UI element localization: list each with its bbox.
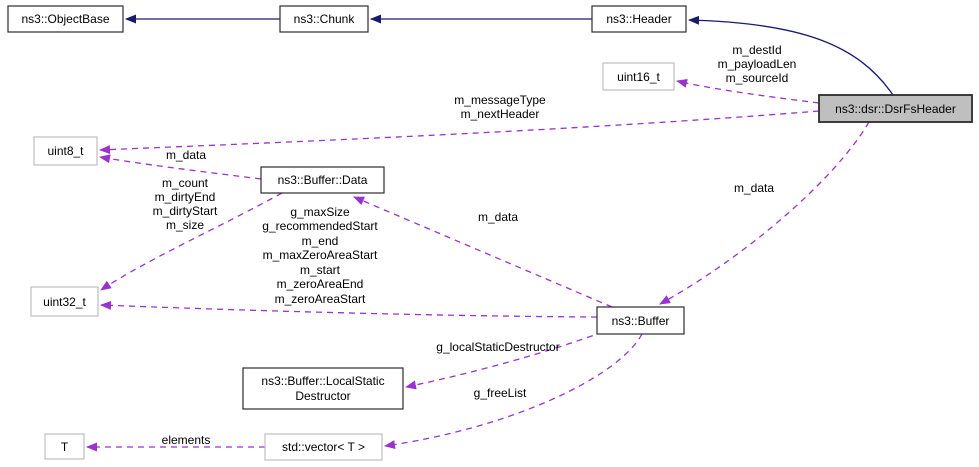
node-uint16-t: uint16_t [602,62,675,91]
edge-usage-buffer-to-bufferdata [353,196,613,308]
node-box[interactable] [279,5,369,33]
edge-label-buffer-to-uint32: g_maxSize g_recommendedStart m_end m_max… [262,205,378,306]
edge-label-line: m_count [162,176,209,190]
edge-usage-buffer-to-uint32 [100,300,598,318]
edge-label-line: m_destId [732,43,781,57]
node-ns3-buffer[interactable]: ns3::Buffer [596,306,685,335]
node-box[interactable] [596,306,685,335]
edge-label-vector-to-t: elements [162,433,211,447]
node-uint32-t: uint32_t [30,286,99,317]
node-label[interactable]: ns3::Buffer [612,314,670,328]
edge-label-line: m_zeroAreaEnd [277,277,364,291]
edge-label-line: m_size [166,218,204,232]
edge-usage-dsrfsheader-to-uint16 [676,78,820,104]
edge-usage-bufferdata-to-uint8 [99,154,262,180]
node-label: ns3::dsr::DsrFsHeader [835,102,956,116]
edge-label-dsr-to-uint8: m_messageType m_nextHeader [454,93,546,121]
node-ns3-chunk[interactable]: ns3::Chunk [279,5,369,33]
node-label[interactable]: ns3::Buffer::LocalStatic [261,374,384,388]
node-label: uint8_t [47,144,84,158]
node-box [30,286,99,317]
edge-usage-dsrfsheader-to-uint8 [99,110,820,155]
node-box [33,136,98,166]
node-ns3-dsr-dsrfsheader: ns3::dsr::DsrFsHeader [818,94,973,123]
node-std-vector-t: std::vector< T > [264,433,383,461]
node-label[interactable]: ns3::Buffer::Data [278,173,368,187]
node-ns3-header[interactable]: ns3::Header [591,5,687,33]
edge-inheritance-dsrfsheader-to-header [688,15,894,96]
edge-usage-buffer-to-destructor [405,331,604,390]
edge-label-buffer-to-vector: g_freeList [474,386,527,400]
edge-label-line: m_sourceId [726,71,789,85]
node-t: T [44,433,85,460]
node-box [602,62,675,91]
edge-label-line: m_zeroAreaStart [275,292,366,306]
edge-usage-bufferdata-to-uint32 [100,192,283,291]
node-ns3-objectbase[interactable]: ns3::ObjectBase [7,5,124,33]
node-label: uint16_t [617,70,660,84]
edge-usage-dsrfsheader-to-buffer [659,121,870,305]
edge-label-line: m_end [302,234,339,248]
edge-label-line: m_nextHeader [461,107,540,121]
node-label: T [61,440,69,454]
node-label[interactable]: Destructor [295,389,350,403]
node-label[interactable]: ns3::ObjectBase [21,12,109,26]
edge-label-line: m_maxZeroAreaStart [263,248,378,262]
node-box [264,433,383,461]
node-ns3-buffer-localstaticdestructor[interactable]: ns3::Buffer::LocalStatic Destructor [242,367,404,410]
edge-label-line: m_start [300,263,341,277]
edge-label-line: m_dirtyStart [153,204,218,218]
node-ns3-buffer-data[interactable]: ns3::Buffer::Data [260,166,385,194]
node-box [44,433,85,460]
edge-label-line: m_dirtyEnd [155,190,216,204]
edge-label-line: g_maxSize [290,205,350,219]
edge-label-buffer-to-destructor: g_localStaticDestructor [436,340,559,354]
node-label[interactable]: ns3::Header [606,12,671,26]
edge-label-line: m_messageType [454,93,546,107]
node-label[interactable]: ns3::Chunk [294,12,356,26]
node-label: std::vector< T > [282,440,365,454]
node-box[interactable] [260,166,385,194]
node-box[interactable] [7,5,124,33]
node-label: uint32_t [43,295,86,309]
edge-label-dsr-to-uint16: m_destId m_payloadLen m_sourceId [718,43,797,85]
edge-label-dsr-to-buffer: m_data [734,181,774,195]
edge-label-bufferdata-to-uint32: m_count m_dirtyEnd m_dirtyStart m_size [153,176,218,232]
edge-label-line: g_recommendedStart [262,219,378,233]
node-uint8-t: uint8_t [33,136,98,166]
edge-usage-buffer-to-vector [384,333,643,450]
node-box[interactable] [591,5,687,33]
edge-label-line: m_payloadLen [718,57,797,71]
edge-label-buffer-to-bufferdata: m_data [478,210,518,224]
node-box[interactable] [242,367,404,410]
edge-label-bufferdata-to-uint8: m_data [166,148,206,162]
node-box [818,94,973,123]
